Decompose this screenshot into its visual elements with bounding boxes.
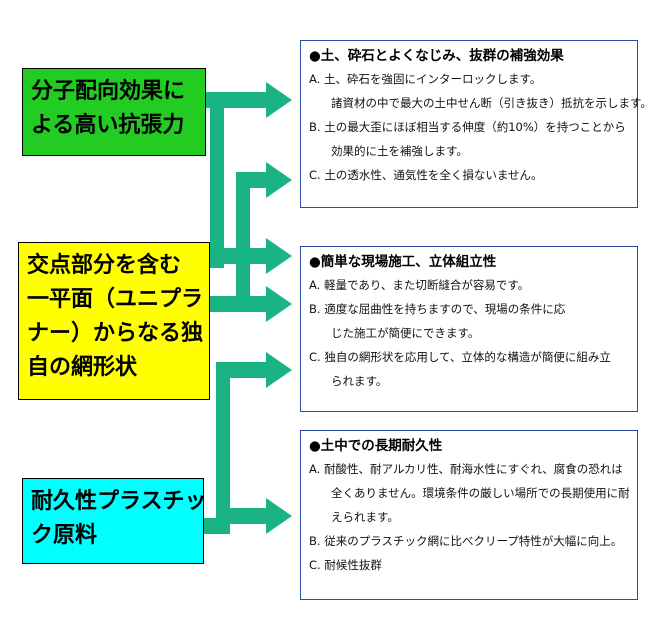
source-line: 耐久性プラスチッ (31, 489, 207, 514)
panel-line: C. 土の透水性、通気性を全く損ないません。 (309, 168, 543, 182)
panel-line: A. 土、砕石を強固にインターロックします。 (309, 72, 542, 86)
arrow-box3-to-panel2-head (266, 352, 292, 388)
panel-line: B. 土の最大歪にほぼ相当する伸度（約10%）を持つことから (309, 120, 626, 134)
panel-line: 効果的に土を補強します。 (331, 144, 468, 158)
arrow-box3-trunk (216, 362, 230, 534)
arrow-box2-to-panel2-head (266, 286, 292, 322)
panel-line: B. 従来のプラスチック網に比べクリープ特性が大幅に向上。 (309, 534, 623, 548)
source-line: よる高い抗張力 (31, 113, 185, 138)
source-line: ク原料 (31, 523, 98, 548)
arrow-box3-to-panel3-head (266, 498, 292, 534)
arrow-box3-to-panel3-shaft (220, 508, 267, 524)
arrow-box1-to-panel2-head (266, 238, 292, 274)
panel-line: じた施工が簡便にできます。 (331, 326, 480, 340)
arrow-box2-to-panel1-head (266, 162, 292, 198)
arrow-box2-to-panel1-shaft (236, 172, 267, 188)
panel-title: ●土、砕石とよくなじみ、抜群の補強効果 (309, 48, 564, 64)
panel-reinforcement-effect: ●土、砕石とよくなじみ、抜群の補強効果 A. 土、砕石を強固にインターロックします… (300, 40, 652, 208)
panel-line: 全くありません。環境条件の厳しい場所での長期使用に耐 (331, 486, 630, 500)
panel-easy-construction: ●簡単な現場施工、立体組立性 A. 軽量であり、また切断縫合が容易です。 B. 適度… (300, 246, 638, 412)
arrow-box1-to-panel1-shaft (206, 92, 267, 108)
arrow-box2-trunk (236, 172, 250, 312)
arrow-box1-trunk (210, 108, 224, 268)
source-line: 自の網形状 (27, 355, 138, 380)
source-box-tensile-strength: 分子配向効果による高い抗張力 (22, 68, 206, 156)
panel-title: ●土中での長期耐久性 (309, 438, 443, 454)
source-line: 交点部分を含む (27, 253, 182, 278)
source-box-durable-plastic: 耐久性プラスチック原料 (22, 478, 207, 564)
source-line: 一平面（ユニプラ (27, 287, 204, 312)
panel-line: C. 独自の網形状を応用して、立体的な構造が簡便に組み立 (309, 350, 611, 364)
source-box-uniplanar-mesh: 交点部分を含む一平面（ユニプラナー）からなる独自の網形状 (18, 242, 210, 400)
source-line: ナー）からなる独 (27, 321, 204, 346)
arrow-box3-to-panel2-shaft (216, 362, 267, 378)
panel-line: C. 耐候性抜群 (309, 558, 382, 572)
panel-line: B. 適度な屈曲性を持ちますので、現場の条件に応 (309, 302, 566, 316)
panel-line: A. 耐酸性、耐アルカリ性、耐海水性にすぐれ、腐食の恐れは (309, 462, 623, 476)
arrow-box1-to-panel1-head (266, 82, 292, 118)
source-line: 分子配向効果に (31, 79, 186, 104)
panel-line: られます。 (331, 374, 388, 388)
panel-long-term-durability: ●土中での長期耐久性 A. 耐酸性、耐アルカリ性、耐海水性にすぐれ、腐食の恐れは全… (300, 430, 638, 600)
panel-title: ●簡単な現場施工、立体組立性 (309, 254, 497, 270)
panel-line: えられます。 (331, 510, 399, 524)
panel-line: A. 軽量であり、また切断縫合が容易です。 (309, 278, 530, 292)
panel-line: 諸資材の中で最大の土中せん断（引き抜き）抵抗を示します。 (331, 96, 652, 110)
